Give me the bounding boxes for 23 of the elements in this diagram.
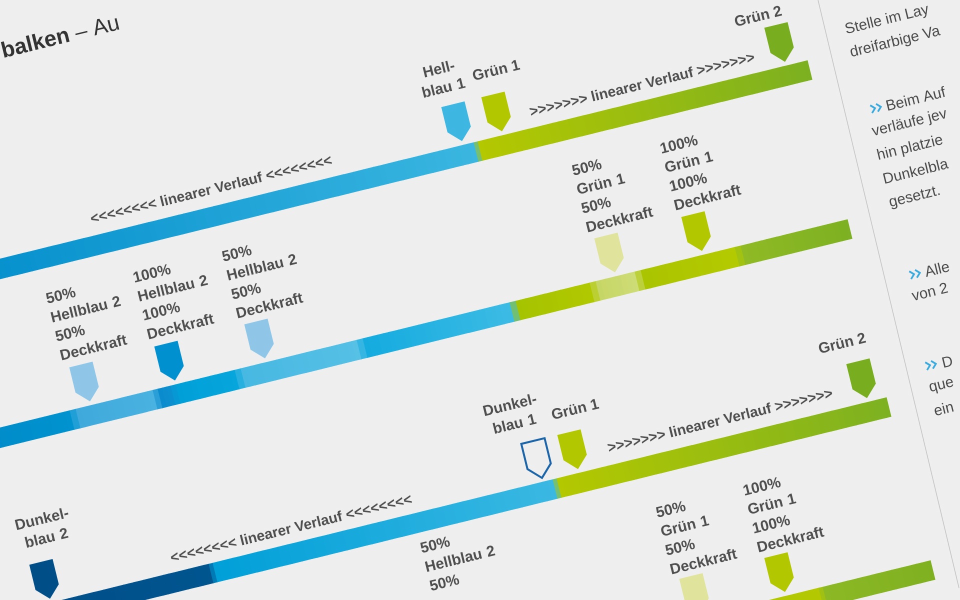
title: balken – Au: [0, 18, 120, 58]
body-text: hin platzie: [876, 136, 942, 160]
direction-label: <<<<<<<< linearer Verlauf <<<<<<<<: [90, 156, 332, 221]
direction-label: >>>>>>> linearer Verlauf >>>>>>>: [607, 390, 832, 452]
stop-label: Grün 2: [734, 6, 782, 26]
body-text: que: [930, 379, 954, 394]
stop-label: Dunkel- blau 1: [482, 394, 537, 434]
stop-label: Grün 2: [818, 332, 866, 353]
stop-label: Grün 1: [472, 60, 520, 80]
stop-label: 50% Hellblau 2 50%: [420, 536, 496, 590]
body-text: Beim Auf: [886, 86, 945, 111]
stop-label: Hell- blau 1: [422, 60, 466, 98]
body-text: von 2: [911, 282, 948, 300]
body-text: gesetzt.: [890, 186, 940, 210]
stop-label: Dunkel- blau 2: [14, 508, 68, 548]
body-text: Dunkelbla: [882, 160, 949, 184]
body-text: Alle: [926, 262, 950, 277]
body-text: ein: [934, 402, 954, 416]
body-text: verläufe jev: [871, 110, 946, 136]
direction-label: <<<<<<<< linearer Verlauf <<<<<<<<: [170, 495, 412, 560]
direction-label: >>>>>>> linearer Verlauf >>>>>>>: [529, 54, 754, 116]
stop-label: Grün 1: [552, 398, 600, 419]
body-text: D: [942, 356, 952, 368]
